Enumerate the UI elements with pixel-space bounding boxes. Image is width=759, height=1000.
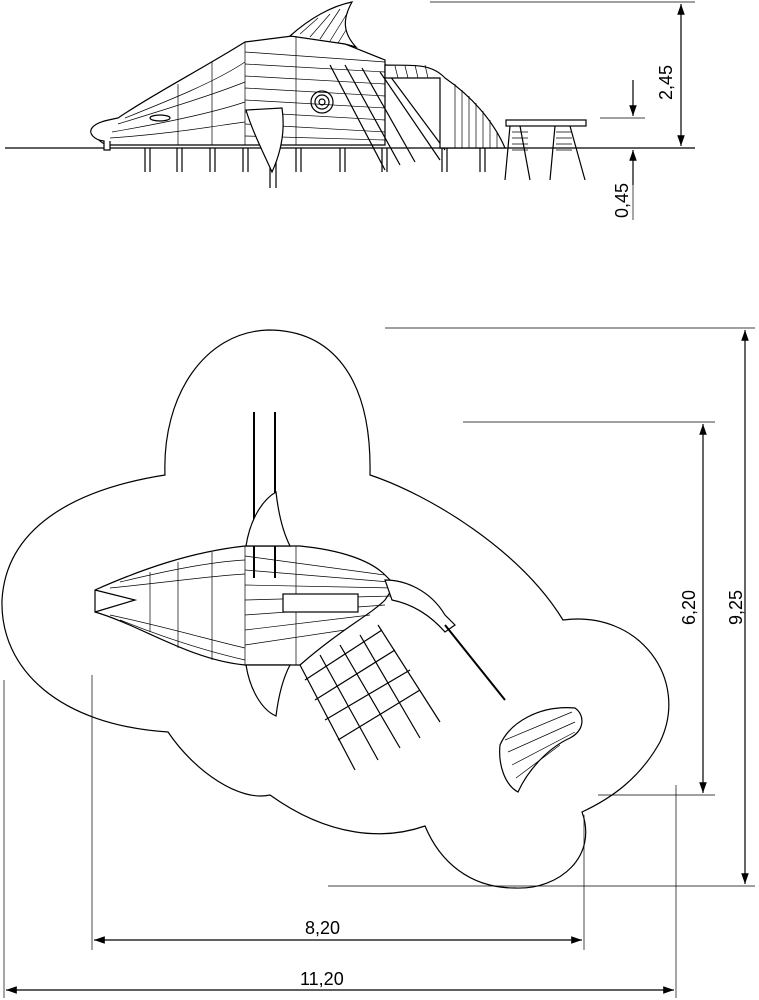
dim-platform-label: 0,45 <box>612 183 632 218</box>
bench-side <box>504 119 587 181</box>
roof-box-plan <box>282 593 359 613</box>
tail-slide-plan <box>384 579 456 633</box>
dolphin-eye-side <box>149 114 171 122</box>
dolphin-snout-plan <box>94 589 138 613</box>
side-elevation-view: 2,45 0,45 <box>5 1 695 220</box>
lower-fin-plan <box>245 664 291 717</box>
dim-depth-outer-label: 9,25 <box>726 590 746 625</box>
tail-slide-side <box>384 64 506 149</box>
dolphin-body-planks <box>109 36 386 145</box>
upper-fin-plan <box>245 491 291 547</box>
slide-rail-plan <box>444 624 506 701</box>
dolphin-dorsal-fin-side <box>288 1 358 49</box>
dim-width-inner-label: 8,20 <box>305 918 340 938</box>
side-climbing-net <box>329 64 446 171</box>
support-posts <box>144 148 486 188</box>
tail-hatching <box>394 64 498 148</box>
plan-climbing-net <box>299 624 441 771</box>
dim-width-outer-label: 11,20 <box>300 969 344 989</box>
dolphin-body-side <box>91 34 386 146</box>
dorsal-fin-hatching <box>299 8 349 44</box>
dolphin-snout-side <box>90 127 111 151</box>
dim-height-total-label: 2,45 <box>656 65 676 100</box>
plan-view: 9,25 6,20 8,20 11,20 <box>1 327 755 998</box>
pectoral-fin-side <box>245 107 284 174</box>
dim-depth-inner-label: 6,20 <box>679 590 699 625</box>
bench-plan-planks <box>504 711 576 779</box>
porthole-side <box>310 90 334 114</box>
safety-zone-outline <box>1 329 670 889</box>
